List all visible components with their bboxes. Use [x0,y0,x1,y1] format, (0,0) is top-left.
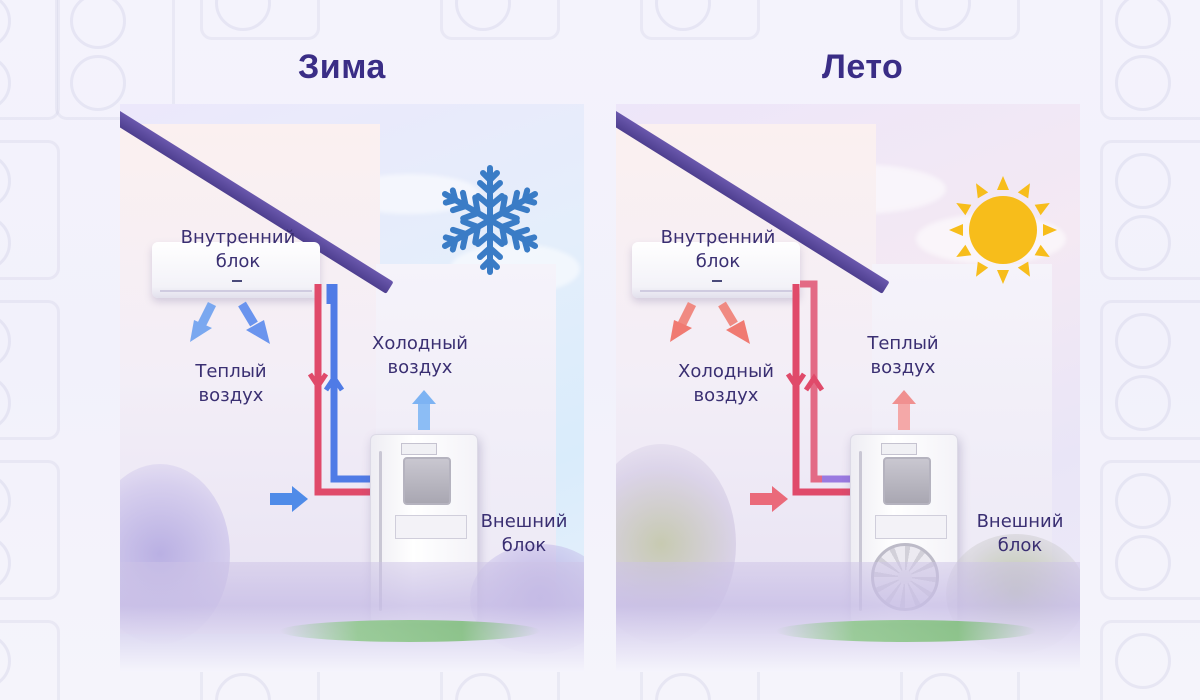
refrigerant-pipes [785,280,868,496]
indoor-unit [152,242,320,298]
air-intake-arrow-icon [270,486,308,512]
label-line: воздух [387,357,453,378]
label-line: Холодный [678,361,774,382]
outdoor-unit-label: Внешний блок [962,510,1078,558]
label-line: блок [997,535,1043,556]
ac-pattern-icon [0,140,60,280]
label-line: Внешний [480,511,568,532]
label-line: Холодный [372,333,468,354]
ac-pattern-icon [440,0,560,40]
grass [280,620,540,642]
label-line: воздух [198,385,264,406]
grass [776,620,1036,642]
label-line: Внешний [976,511,1064,532]
label-line: блок [501,535,547,556]
indoor-airflow-arrows [190,301,270,344]
winter-title: Зима [298,48,386,86]
air-intake-arrow-icon [750,486,788,512]
sun-icon [949,176,1057,284]
ac-pattern-icon [200,0,320,40]
outdoor-air-label: Теплый воздух [850,332,956,380]
indoor-air-label: Холодный воздух [656,360,796,408]
ground [120,562,584,672]
ac-pattern-icon [640,0,760,40]
outdoor-air-label: Холодный воздух [356,332,484,380]
label-line: блок [695,251,741,272]
ac-pattern-icon [900,0,1020,40]
outdoor-unit-label: Внешний блок [466,510,582,558]
indoor-unit-label: Внутренний блок [158,226,318,274]
ac-pattern-icon [0,300,60,440]
ac-pattern-icon [0,0,60,120]
snowflake-icon [438,165,542,276]
ac-pattern-icon [0,620,60,700]
ac-pattern-icon [0,460,60,600]
winter-panel: Внутренний блок Теплый воздух Холодный в… [120,104,584,672]
label-line: Теплый [195,361,267,382]
ac-pattern-icon [1100,0,1200,120]
air-exhaust-arrow-icon [412,390,436,430]
indoor-unit-label: Внутренний блок [638,226,798,274]
indoor-unit [632,242,800,298]
ground [616,562,1080,672]
label-line: блок [215,251,261,272]
ac-pattern-icon [55,0,175,120]
ac-pattern-icon [1100,460,1200,600]
label-line: Внутренний [660,227,776,248]
indoor-airflow-arrows [670,301,750,344]
summer-panel: Внутренний блок Холодный воздух Теплый в… [616,104,1080,672]
label-line: воздух [870,357,936,378]
label-line: Теплый [867,333,939,354]
ac-pattern-icon [1100,620,1200,700]
air-exhaust-arrow-icon [892,390,916,430]
summer-title: Лето [822,48,904,86]
label-line: воздух [693,385,759,406]
label-line: Внутренний [180,227,296,248]
ac-pattern-icon [1100,300,1200,440]
indoor-air-label: Теплый воздух [176,360,286,408]
ac-pattern-icon [1100,140,1200,280]
